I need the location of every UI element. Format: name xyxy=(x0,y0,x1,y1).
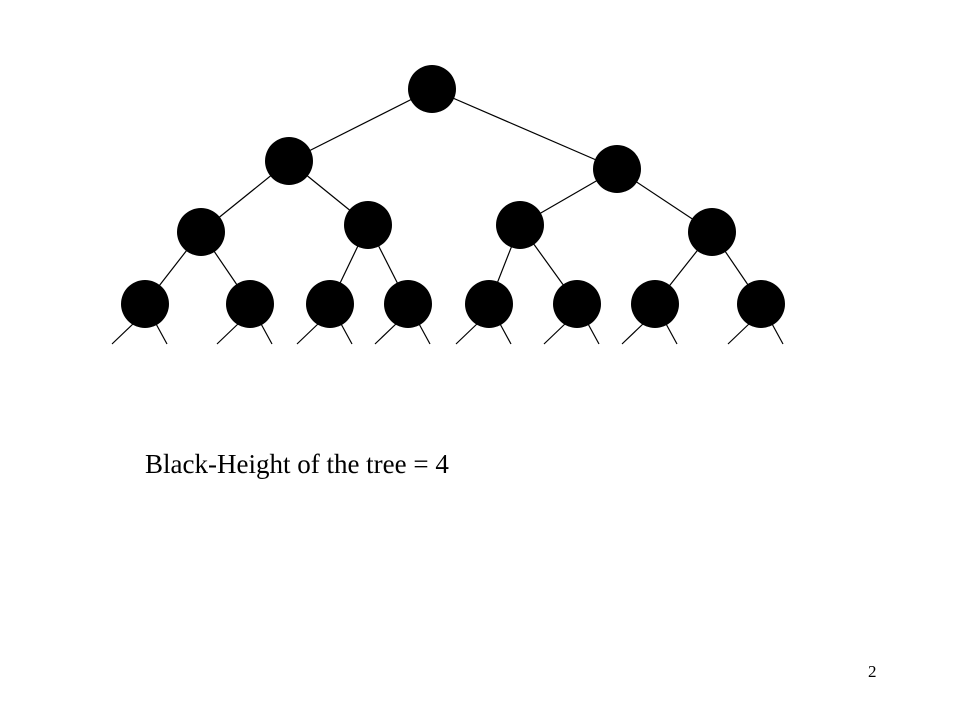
nil-edge-right xyxy=(259,321,273,345)
tree-node-l1-0 xyxy=(265,137,313,185)
nil-edge-right xyxy=(417,321,431,345)
nil-edge-left xyxy=(455,321,480,345)
nil-edge-right xyxy=(770,321,784,345)
nil-edge-right xyxy=(339,321,353,345)
tree-node-l2-2 xyxy=(496,201,544,249)
tree-node-l2-1 xyxy=(344,201,392,249)
nil-edge-left xyxy=(621,321,646,345)
nil-edge-right xyxy=(586,321,600,345)
nil-edge-right xyxy=(498,321,512,345)
tree-edge xyxy=(288,88,433,162)
tree-nodes xyxy=(121,65,785,328)
page-number: 2 xyxy=(868,662,877,681)
nil-edge-left xyxy=(296,321,321,345)
tree-node-l3-4 xyxy=(465,280,513,328)
tree-node-l3-3 xyxy=(384,280,432,328)
tree-node-l3-6 xyxy=(631,280,679,328)
nil-edge-left xyxy=(216,321,241,345)
tree-node-l0-0 xyxy=(408,65,456,113)
tree-edge xyxy=(431,88,618,170)
tree-node-l3-2 xyxy=(306,280,354,328)
nil-edge-right xyxy=(154,321,168,345)
leaf-nil-edges xyxy=(111,321,784,345)
tree-node-l3-0 xyxy=(121,280,169,328)
tree-node-l1-1 xyxy=(593,145,641,193)
nil-edge-left xyxy=(543,321,568,345)
nil-edge-left xyxy=(374,321,399,345)
tree-node-l3-1 xyxy=(226,280,274,328)
tree-edges xyxy=(144,88,762,305)
nil-edge-left xyxy=(111,321,136,345)
nil-edge-left xyxy=(727,321,752,345)
black-height-caption: Black-Height of the tree = 4 xyxy=(145,449,449,479)
tree-node-l2-0 xyxy=(177,208,225,256)
tree-node-l2-3 xyxy=(688,208,736,256)
tree-node-l3-5 xyxy=(553,280,601,328)
nil-edge-right xyxy=(664,321,678,345)
tree-node-l3-7 xyxy=(737,280,785,328)
